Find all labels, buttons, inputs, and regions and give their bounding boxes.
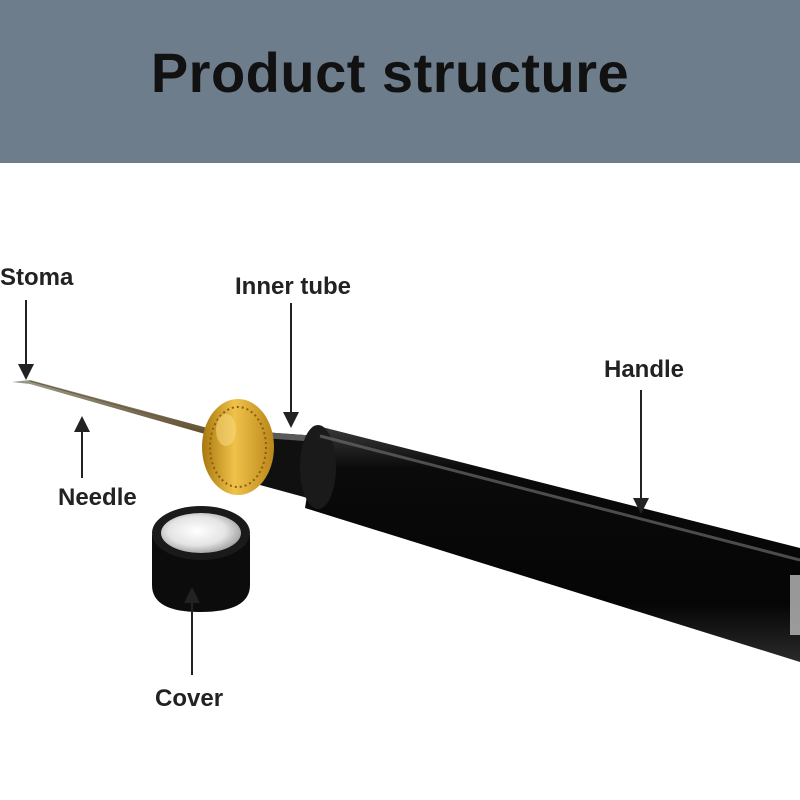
label-needle: Needle bbox=[58, 484, 137, 511]
leader-lines bbox=[18, 300, 649, 675]
label-inner-tube: Inner tube bbox=[235, 273, 352, 300]
label-stoma: Stoma bbox=[0, 264, 74, 291]
brass-knob bbox=[202, 399, 274, 495]
label-cover: Cover bbox=[155, 685, 224, 712]
page-title: Product structure bbox=[150, 41, 630, 104]
handle-body bbox=[300, 425, 800, 662]
title-banner: Product structure bbox=[0, 0, 800, 163]
cover bbox=[152, 506, 250, 612]
needle bbox=[12, 380, 215, 436]
label-handle: Handle bbox=[604, 356, 685, 383]
